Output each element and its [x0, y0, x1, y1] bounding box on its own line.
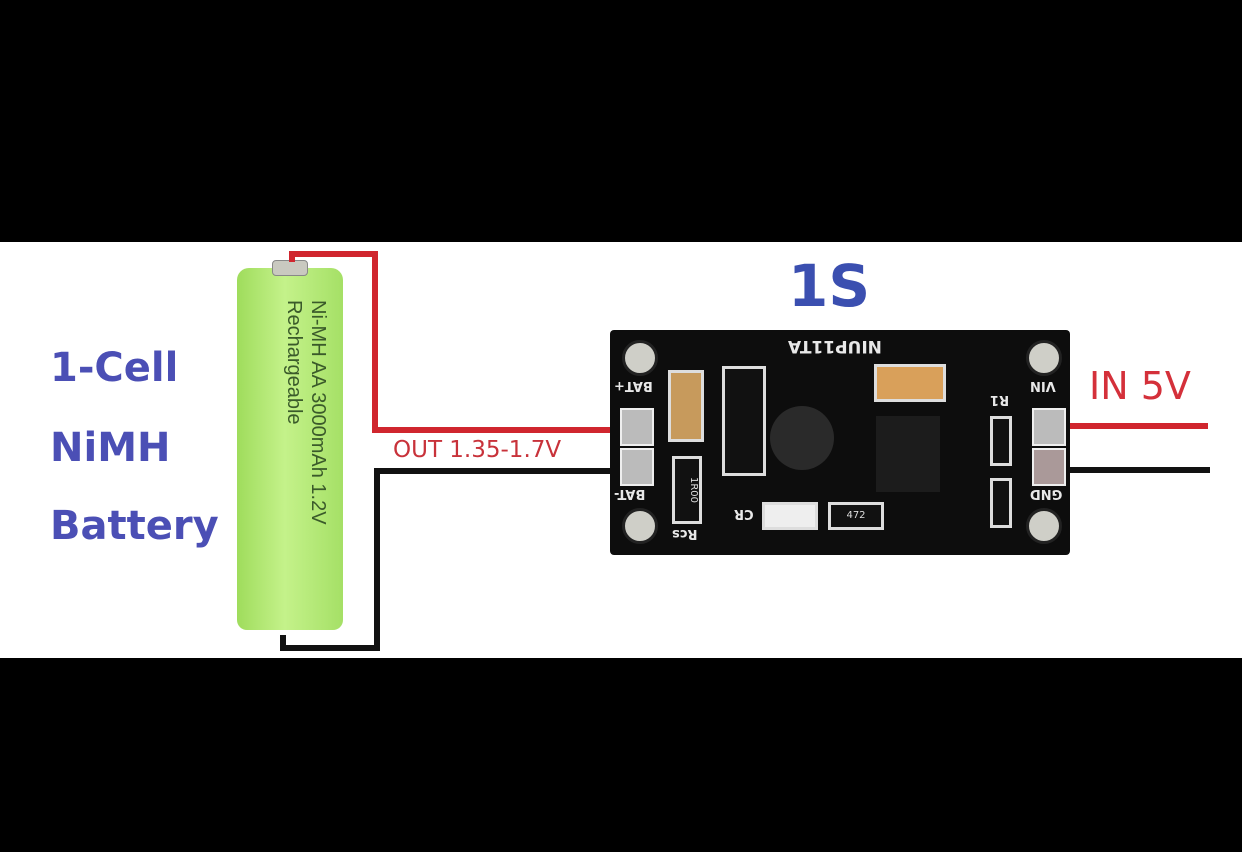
- vin-pad: [1032, 408, 1066, 446]
- black-wire-battery: [280, 468, 630, 651]
- bat-plus-pad: [620, 408, 654, 446]
- vin-label: VIN: [1030, 378, 1056, 393]
- inductor: [770, 406, 834, 470]
- input-voltage-label: IN 5V: [1089, 364, 1191, 408]
- top-capacitor: [874, 364, 946, 402]
- title-1s: 1S: [788, 252, 871, 320]
- mount-hole: [622, 340, 658, 376]
- r1-label: R1: [990, 392, 1010, 407]
- capacitor: [668, 370, 704, 442]
- aa-battery: [237, 268, 343, 630]
- label-1-cell: 1-Cell: [50, 345, 179, 391]
- charger-pcb: NIUP11TA BAT+ BAT- VIN GND Rcs R1 CR 1R0…: [610, 330, 1070, 555]
- bat-minus-label: BAT-: [614, 486, 646, 501]
- bat-minus-pad: [620, 448, 654, 486]
- ic-chip: [876, 416, 940, 492]
- model-silkscreen: NIUP11TA: [788, 336, 882, 356]
- label-battery: Battery: [50, 503, 219, 549]
- mount-hole: [1026, 508, 1062, 544]
- diode: [722, 366, 766, 476]
- bat-plus-label: BAT+: [614, 378, 653, 393]
- cr-label: CR: [734, 506, 754, 521]
- mount-hole: [622, 508, 658, 544]
- resistor-472: 472: [828, 502, 884, 530]
- gnd-label: GND: [1030, 486, 1063, 501]
- label-nimh: NiMH: [50, 425, 171, 471]
- resistor: [990, 478, 1012, 528]
- red-wire-battery: [289, 251, 630, 433]
- mount-hole: [1026, 340, 1062, 376]
- rcs-resistor: 1R00: [672, 456, 702, 524]
- r1-resistor: [990, 416, 1012, 466]
- output-voltage-label: OUT 1.35-1.7V: [393, 437, 562, 463]
- rcs-label: Rcs: [672, 526, 698, 541]
- led: [762, 502, 818, 530]
- gnd-pad: [1032, 448, 1066, 486]
